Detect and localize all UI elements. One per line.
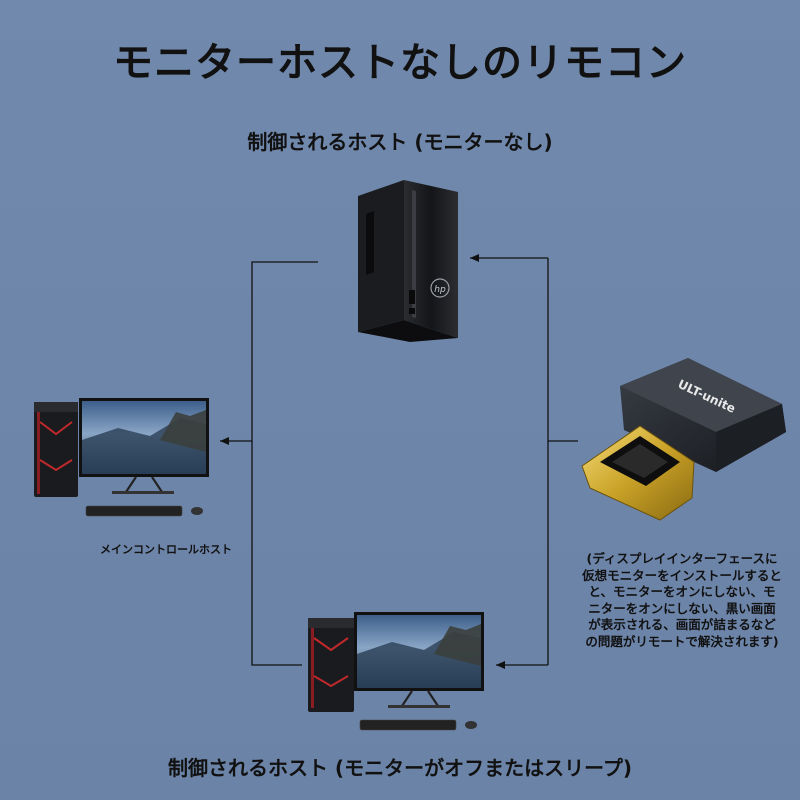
note-line: 仮想モニターをインストールすると — [582, 567, 782, 583]
connector-lines — [220, 254, 578, 669]
note-line: が表示される、画面が詰まるなど — [588, 617, 776, 632]
adapter-note: (ディスプレイインターフェースに 仮想モニターをインストールすると と、モニター… — [566, 551, 798, 650]
line-left-vertical — [251, 261, 318, 666]
page-title: モニターホストなしのリモコン — [113, 40, 687, 86]
note-line: の問題がリモートで解決されます) — [585, 633, 779, 649]
main-control-host-icon — [34, 398, 209, 517]
hp-tower-icon: hp — [358, 180, 458, 342]
main-control-host-label: メインコントロールホスト — [100, 543, 232, 556]
note-line: ニターをオンにしない、黒い画面 — [588, 600, 776, 616]
mouse-icon — [465, 721, 477, 729]
keyboard-icon — [85, 505, 183, 517]
gaming-tower-icon — [308, 618, 354, 712]
note-line: (ディスプレイインターフェースに — [586, 551, 778, 566]
hdmi-dummy-plug-icon: ULT-unite — [581, 358, 786, 521]
hp-logo: hp — [434, 285, 446, 295]
keyboard-icon — [359, 719, 457, 731]
gaming-tower-icon — [34, 402, 78, 497]
note-line: と、モニターをオンにしない、モ — [588, 584, 776, 599]
monitor-icon — [79, 398, 209, 494]
controlled-host-top-label: 制御されるホスト (モニターなし) — [247, 130, 553, 154]
controlled-host-bottom-label: 制御されるホスト (モニターがオフまたはスリープ) — [167, 756, 633, 780]
mouse-icon — [191, 507, 203, 515]
monitor-icon — [354, 612, 484, 708]
controlled-host-bottom-icon — [308, 612, 484, 731]
